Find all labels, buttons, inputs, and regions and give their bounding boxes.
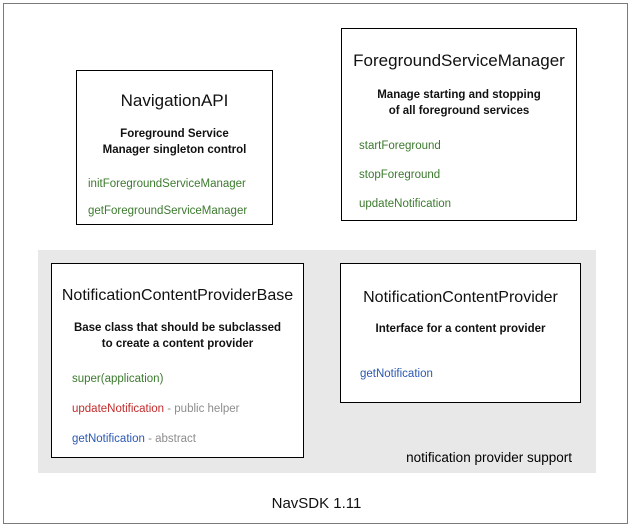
group-panel-label: notification provider support	[406, 450, 572, 465]
class-title: NotificationContentProvider	[363, 289, 558, 306]
method-name: getNotification	[360, 367, 433, 380]
method-list: getNotification	[341, 368, 580, 382]
class-description: Manage starting and stopping of all fore…	[342, 88, 576, 119]
method-list: super(application) updateNotification - …	[52, 373, 303, 446]
method-list: initForegroundServiceManager getForegrou…	[77, 178, 272, 219]
class-title: ForegroundServiceManager	[353, 51, 565, 70]
method-note: - abstract	[144, 432, 197, 445]
method-name: getForegroundServiceManager	[88, 205, 248, 218]
method-item[interactable]: updateNotification	[359, 198, 576, 212]
class-description: Interface for a content provider	[341, 322, 580, 338]
method-name: getNotification	[72, 432, 145, 445]
method-list: startForeground stopForeground updateNot…	[342, 140, 576, 211]
class-description-line: Interface for a content provider	[375, 323, 546, 336]
class-box-notification-content-provider-base[interactable]: NotificationContentProviderBase Base cla…	[51, 263, 304, 458]
class-title: NavigationAPI	[120, 91, 229, 110]
method-item[interactable]: getForegroundServiceManager	[88, 205, 272, 219]
class-description-line: of all foreground services	[388, 104, 530, 117]
class-description: Foreground Service Manager singleton con…	[77, 127, 272, 158]
method-item[interactable]: getNotification - abstract	[72, 433, 303, 447]
method-name: updateNotification	[359, 198, 452, 211]
method-item[interactable]: getNotification	[360, 368, 580, 382]
class-title: NotificationContentProviderBase	[61, 287, 294, 304]
footer-version-label: NavSDK 1.11	[271, 495, 362, 512]
class-description-line: Base class that should be subclassed	[73, 322, 282, 335]
method-item[interactable]: initForegroundServiceManager	[88, 178, 272, 192]
method-item[interactable]: super(application)	[72, 373, 303, 387]
class-description: Base class that should be subclassed to …	[52, 321, 303, 352]
class-box-navigation-api[interactable]: NavigationAPI Foreground Service Manager…	[76, 70, 273, 225]
class-description-line: Foreground Service	[120, 128, 229, 141]
method-name: super(application)	[72, 373, 164, 386]
method-name: updateNotification	[72, 403, 165, 416]
method-name: startForeground	[359, 140, 441, 153]
method-item[interactable]: updateNotification - public helper	[72, 403, 303, 417]
class-description-line: Manage starting and stopping	[377, 89, 541, 102]
class-box-notification-content-provider[interactable]: NotificationContentProvider Interface fo…	[340, 263, 581, 403]
method-item[interactable]: stopForeground	[359, 169, 576, 183]
method-name: initForegroundServiceManager	[88, 178, 246, 191]
class-description-line: to create a content provider	[101, 337, 254, 350]
method-name: stopForeground	[359, 169, 441, 182]
class-description-line: Manager singleton control	[102, 143, 247, 156]
method-item[interactable]: startForeground	[359, 140, 576, 154]
method-note: - public helper	[164, 403, 240, 416]
slide-frame	[3, 3, 628, 524]
class-box-foreground-service-manager[interactable]: ForegroundServiceManager Manage starting…	[341, 28, 577, 221]
